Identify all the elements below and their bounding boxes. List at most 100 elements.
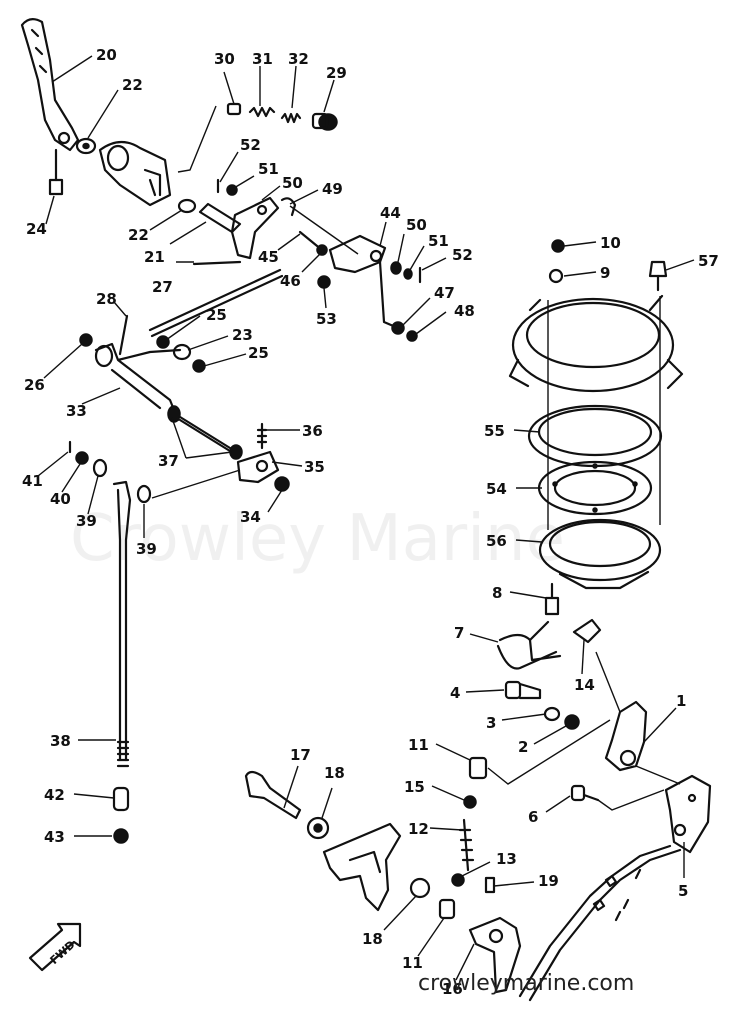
callout-34: 34	[240, 508, 261, 526]
collar-part-29	[311, 112, 338, 131]
callout-48: 48	[454, 302, 475, 320]
collar-part-18-lower	[409, 877, 431, 899]
callout-6: 6	[528, 808, 538, 826]
clip-part-49	[280, 197, 297, 217]
bolt-part-4	[504, 680, 542, 700]
callout-15: 15	[404, 778, 425, 796]
callout-37: 37	[158, 452, 179, 470]
callout-31: 31	[252, 50, 273, 68]
collar-part-18-upper	[306, 816, 330, 840]
washer-part-9	[548, 268, 564, 284]
callout-36: 36	[302, 422, 323, 440]
callout-18: 18	[324, 764, 345, 782]
washer-part-39-a	[92, 458, 108, 478]
callout-51: 51	[258, 160, 279, 178]
callout-53: 53	[316, 310, 337, 328]
bolt-part-57	[648, 260, 668, 292]
callout-25: 25	[248, 344, 269, 362]
watermark: Crowley Marine	[70, 502, 565, 576]
callout-39: 39	[76, 512, 97, 530]
callout-26: 26	[24, 376, 45, 394]
callout-16: 16	[442, 980, 463, 998]
washer-part-50-right	[390, 261, 402, 275]
ring-part-55	[527, 404, 663, 468]
screw-part-36	[256, 422, 268, 450]
callout-22: 22	[122, 76, 143, 94]
callout-8: 8	[492, 584, 502, 602]
callout-21: 21	[144, 248, 165, 266]
clamp-part-11-lower	[438, 898, 456, 920]
shaft-part-21	[198, 202, 242, 234]
callout-4: 4	[450, 684, 460, 702]
callout-28: 28	[96, 290, 117, 308]
callout-55: 55	[484, 422, 505, 440]
bearing-part-54	[537, 460, 653, 516]
joint-part-42	[112, 786, 130, 812]
link-lever-part-50	[230, 196, 280, 260]
callout-1: 1	[676, 692, 686, 710]
callout-14: 14	[574, 676, 595, 694]
callout-45: 45	[258, 248, 279, 266]
screw-part-8	[544, 582, 560, 616]
callout-57: 57	[698, 252, 719, 270]
callout-43: 43	[44, 828, 65, 846]
callout-52: 52	[452, 246, 473, 264]
washer-part-22-upper	[75, 137, 97, 155]
callout-44: 44	[380, 204, 401, 222]
lever-shaft-part-33	[94, 342, 182, 422]
callout-9: 9	[600, 264, 610, 282]
callout-56: 56	[486, 532, 507, 550]
ring-part-56	[538, 518, 662, 590]
washer-part-40	[75, 451, 89, 465]
callout-labels: 20 22 24 22 21 30 31 32 29 52 51 50 49 4…	[22, 46, 719, 998]
washer-part-2	[564, 714, 580, 730]
callout-7: 7	[454, 624, 464, 642]
bracket-part-21	[98, 140, 172, 207]
link-part-7	[496, 620, 562, 670]
callout-29: 29	[326, 64, 347, 82]
callout-22: 22	[128, 226, 149, 244]
spring-part-37	[167, 405, 243, 460]
callout-32: 32	[288, 50, 309, 68]
nut-part-43	[113, 828, 129, 844]
washer-part-39-b	[136, 484, 152, 504]
magneto-base-plate	[508, 294, 684, 393]
callout-54: 54	[486, 480, 507, 498]
callout-19: 19	[538, 872, 559, 890]
callout-11: 11	[408, 736, 429, 754]
callout-24: 24	[26, 220, 47, 238]
callout-2: 2	[518, 738, 528, 756]
bolt-part-6	[570, 784, 600, 802]
callout-17: 17	[290, 746, 311, 764]
rod-part-27	[192, 260, 242, 266]
callout-42: 42	[44, 786, 65, 804]
cotter-part-25-a	[156, 335, 170, 349]
callout-50: 50	[406, 216, 427, 234]
lever-part-1	[595, 651, 648, 772]
washer-part-22-lower	[177, 198, 197, 214]
spring-part-31	[248, 106, 276, 118]
callout-52: 52	[240, 136, 261, 154]
callout-20: 20	[96, 46, 117, 64]
site-footer-text: crowleymarine.com	[418, 971, 634, 996]
callout-12: 12	[408, 820, 429, 838]
callout-23: 23	[232, 326, 253, 344]
clamp-part-11-upper	[468, 756, 488, 780]
shift-bracket	[322, 822, 402, 912]
clamp-part-35	[236, 450, 280, 484]
forward-direction-arrow: FWD	[28, 922, 82, 972]
screw-part-10	[551, 239, 565, 253]
bolt-part-17	[244, 770, 302, 820]
throttle-cable	[518, 844, 682, 1002]
nut-part-46	[316, 244, 328, 256]
clip-part-14	[572, 618, 602, 644]
callout-18: 18	[362, 930, 383, 948]
callout-50: 50	[282, 174, 303, 192]
callout-11: 11	[402, 954, 423, 972]
lever-part-16	[468, 916, 522, 994]
callout-25: 25	[206, 306, 227, 324]
cotter-part-25-b	[192, 359, 206, 373]
callout-3: 3	[486, 714, 496, 732]
rod-part-38	[112, 480, 132, 768]
callout-40: 40	[50, 490, 71, 508]
